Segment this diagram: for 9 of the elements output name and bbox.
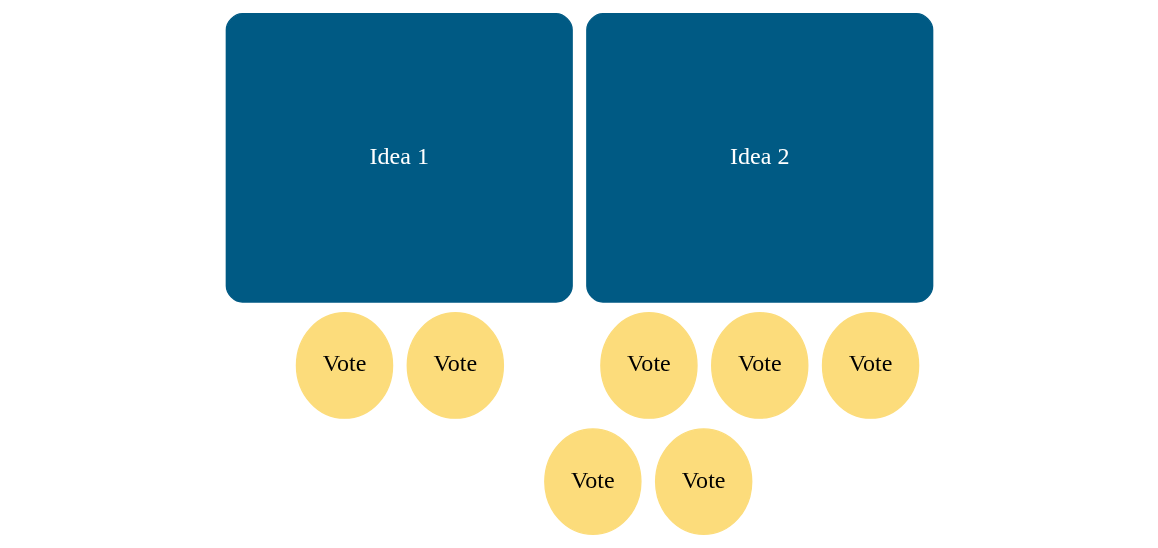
node-box: Idea 2: [585, 12, 933, 303]
node-circle: Vote: [406, 312, 504, 419]
node-circle: Vote: [599, 312, 698, 419]
node-circle: Vote: [543, 428, 642, 536]
node-circle: Vote: [654, 428, 752, 536]
node-circle: Vote: [821, 312, 919, 419]
node-circle: Vote: [295, 312, 393, 419]
node-circle: Vote: [710, 312, 808, 419]
node-box: Idea 1: [225, 12, 573, 303]
